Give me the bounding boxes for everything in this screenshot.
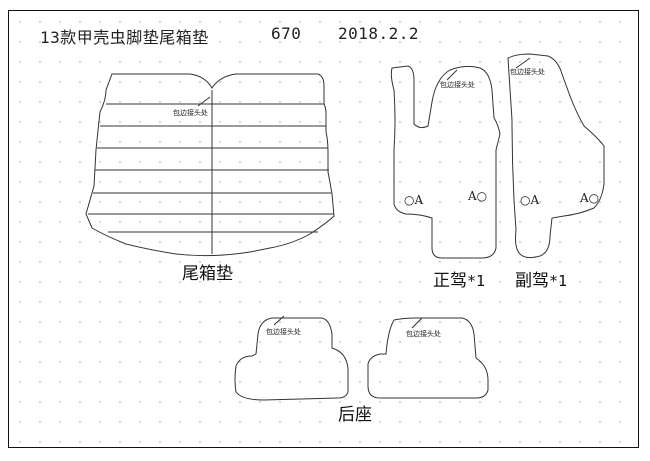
- passenger-seam-note: 包边接头处: [510, 68, 545, 76]
- passenger-mat-outline: [507, 53, 605, 259]
- model-code: 670: [271, 24, 302, 43]
- trunk-seam-note: 包边接头处: [173, 109, 208, 117]
- drawing-border: [8, 10, 639, 448]
- driver-anchor-right: A○: [468, 189, 488, 203]
- driver-seam-note: 包边接头处: [440, 81, 475, 89]
- driver-mat-label: 正驾*1: [433, 271, 486, 291]
- rear-mat-right-outline: [367, 317, 489, 399]
- passenger-anchor-right: A○: [580, 191, 600, 205]
- driver-mat-outline: [390, 65, 501, 259]
- trunk-mat-outline: [85, 73, 335, 257]
- drawing-title: 13款甲壳虫脚垫尾箱垫: [40, 28, 209, 47]
- rear-left-seam-note: 包边接头处: [266, 328, 301, 336]
- driver-anchor-left: ○A: [404, 193, 424, 207]
- passenger-anchor-left: ○A: [520, 193, 540, 207]
- driver-mat-quantity: *1: [467, 272, 486, 290]
- rear-mat-left-outline: [234, 315, 349, 401]
- passenger-mat-quantity: *1: [549, 272, 568, 290]
- rear-right-seam-note: 包边接头处: [406, 330, 441, 338]
- rear-mat-label: 后座: [338, 405, 372, 425]
- passenger-mat-label: 副驾*1: [515, 271, 568, 291]
- drawing-date: 2018.2.2: [338, 24, 420, 43]
- trunk-mat-label: 尾箱垫: [182, 264, 233, 284]
